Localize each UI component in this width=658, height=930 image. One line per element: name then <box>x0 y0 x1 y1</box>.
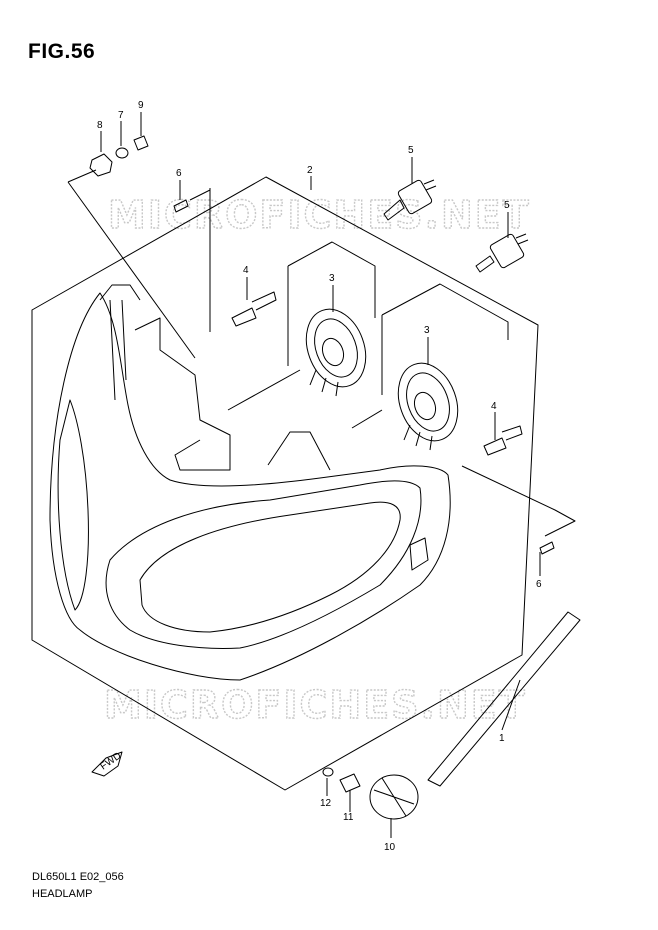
headlamp-lens <box>105 480 422 649</box>
callout-5-upper: 5 <box>408 145 414 156</box>
figure-name: HEADLAMP <box>32 888 93 900</box>
callout-3-upper: 3 <box>329 273 335 284</box>
callout-5-lower: 5 <box>504 200 510 211</box>
leader-bulb-6 <box>189 189 211 201</box>
grommet-9 <box>133 135 149 151</box>
headlamp-side-lens <box>57 399 89 611</box>
callout-8: 8 <box>97 120 103 131</box>
watermark-top: MICROFICHES.NET <box>108 193 531 237</box>
h4-bulb-upper <box>383 179 437 221</box>
washer-7 <box>115 147 129 159</box>
callout-4-lower: 4 <box>491 401 497 412</box>
position-lamp-socket-lower <box>483 425 523 456</box>
leader-lines <box>100 112 541 838</box>
washer-12 <box>322 767 334 777</box>
exploded-frame-upper <box>209 188 376 411</box>
figure-code: DL650L1 E02_056 <box>32 871 124 883</box>
callout-11: 11 <box>343 812 354 823</box>
callout-12: 12 <box>320 798 332 809</box>
bulb-socket-lower <box>397 362 459 451</box>
wedge-bulb-lower <box>539 541 555 555</box>
h4-bulb-lower <box>475 233 529 273</box>
spacer-11 <box>339 773 361 793</box>
callout-6-upper: 6 <box>176 168 182 179</box>
callout-9: 9 <box>138 100 144 111</box>
headlamp-reflector <box>139 501 401 633</box>
bulb-socket-upper <box>305 308 367 397</box>
callout-10: 10 <box>384 842 396 853</box>
reflector-strip <box>427 611 581 787</box>
callout-3-lower: 3 <box>424 325 430 336</box>
callout-2: 2 <box>307 165 313 176</box>
callout-6-lower: 6 <box>536 579 542 590</box>
leader-bolt-group <box>67 169 196 359</box>
wedge-bulb-upper <box>173 199 189 213</box>
callout-7: 7 <box>118 110 124 121</box>
nut-8 <box>89 153 113 177</box>
housing-ribs <box>99 284 141 401</box>
position-lamp-socket-upper <box>231 291 277 327</box>
reflector-10-pattern <box>373 777 415 817</box>
fwd-arrow-label: FWD <box>98 750 123 772</box>
fwd-arrow-icon <box>91 751 123 777</box>
callout-4-upper: 4 <box>243 265 249 276</box>
headlamp-top-bracket <box>134 317 429 571</box>
headlamp-housing <box>49 292 451 681</box>
figure-title: FIG.56 <box>28 40 96 63</box>
exploded-frame-lower <box>351 283 576 537</box>
callout-1: 1 <box>499 733 505 744</box>
watermark-bottom: MICROFICHES.NET <box>104 683 527 727</box>
assembly-outline <box>31 176 539 791</box>
reflector-10 <box>369 774 419 820</box>
